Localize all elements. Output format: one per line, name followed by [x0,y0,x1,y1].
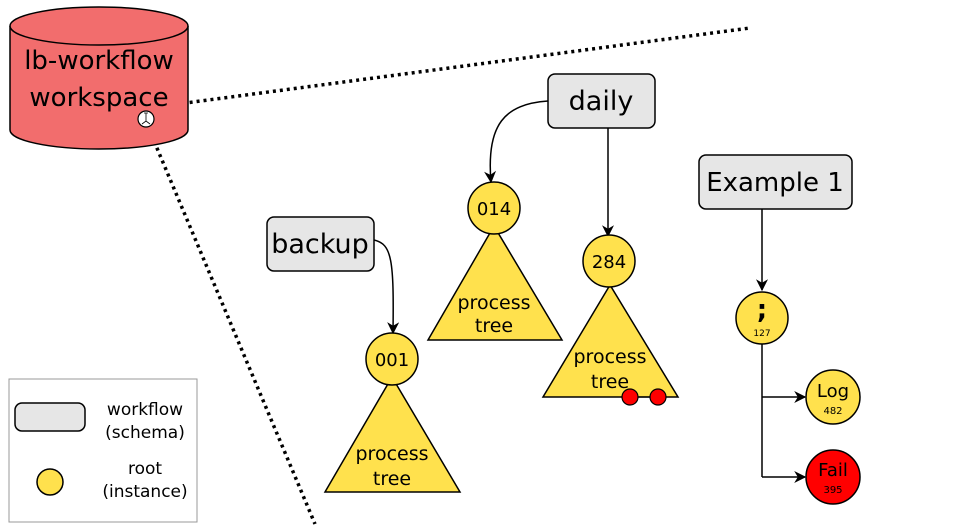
edge-daily-to-014 [484,100,549,184]
tree-001-label-line2: tree [373,468,411,490]
root-node-001[interactable] [365,332,419,386]
legend-root-line2: (instance) [102,482,187,502]
fail-node-id: 395 [823,485,842,496]
tree-284-label-line2: tree [591,371,629,393]
legend-workflow-swatch [14,402,86,432]
root-label-284: 284 [592,252,626,273]
tree-284-label-line1: process [573,346,646,368]
workspace-label-line2: workspace [29,83,168,113]
legend-workflow-line1: workflow [107,400,183,420]
process-tree-014 [426,224,564,341]
leaf-dot-2 [649,388,667,406]
seq-node-id: 127 [753,329,770,339]
seq-node-label: ; [757,295,767,325]
perspective-line-bottom [144,121,317,525]
legend-root-line1: root [128,459,162,479]
workspace-cylinder: lb-workflow workspace [9,6,189,150]
log-node[interactable] [805,369,861,425]
workflow-label-daily: daily [569,86,634,117]
tree-014-label-line1: process [457,292,530,314]
root-node-seq[interactable] [735,291,789,345]
log-node-label: Log [817,381,849,402]
process-tree-284 [541,283,680,398]
root-node-284[interactable] [582,234,636,288]
tree-014-label-line2: tree [475,315,513,337]
root-label-001: 001 [375,350,409,371]
legend-workflow-line2: (schema) [105,423,185,443]
root-node-014[interactable] [467,181,521,235]
perspective-line-top [147,26,751,110]
log-node-id: 482 [823,406,842,417]
fail-node-label: Fail [818,460,848,481]
workspace-label-line1: lb-workflow [24,46,174,76]
edge-backup-to-001 [373,239,400,335]
tree-001-label-line1: process [355,443,428,465]
leaf-dot-1 [621,388,639,406]
workflow-box-example-1[interactable] [698,154,853,210]
workflow-label-example-1: Example 1 [706,168,844,198]
workflow-label-backup: backup [271,229,369,260]
workflow-box-backup[interactable] [266,216,375,272]
legend: workflow (schema) root (instance) [8,378,198,523]
process-tree-001 [323,375,462,493]
root-label-014: 014 [477,199,511,220]
legend-root-swatch [36,468,64,496]
fail-node[interactable] [805,449,861,505]
